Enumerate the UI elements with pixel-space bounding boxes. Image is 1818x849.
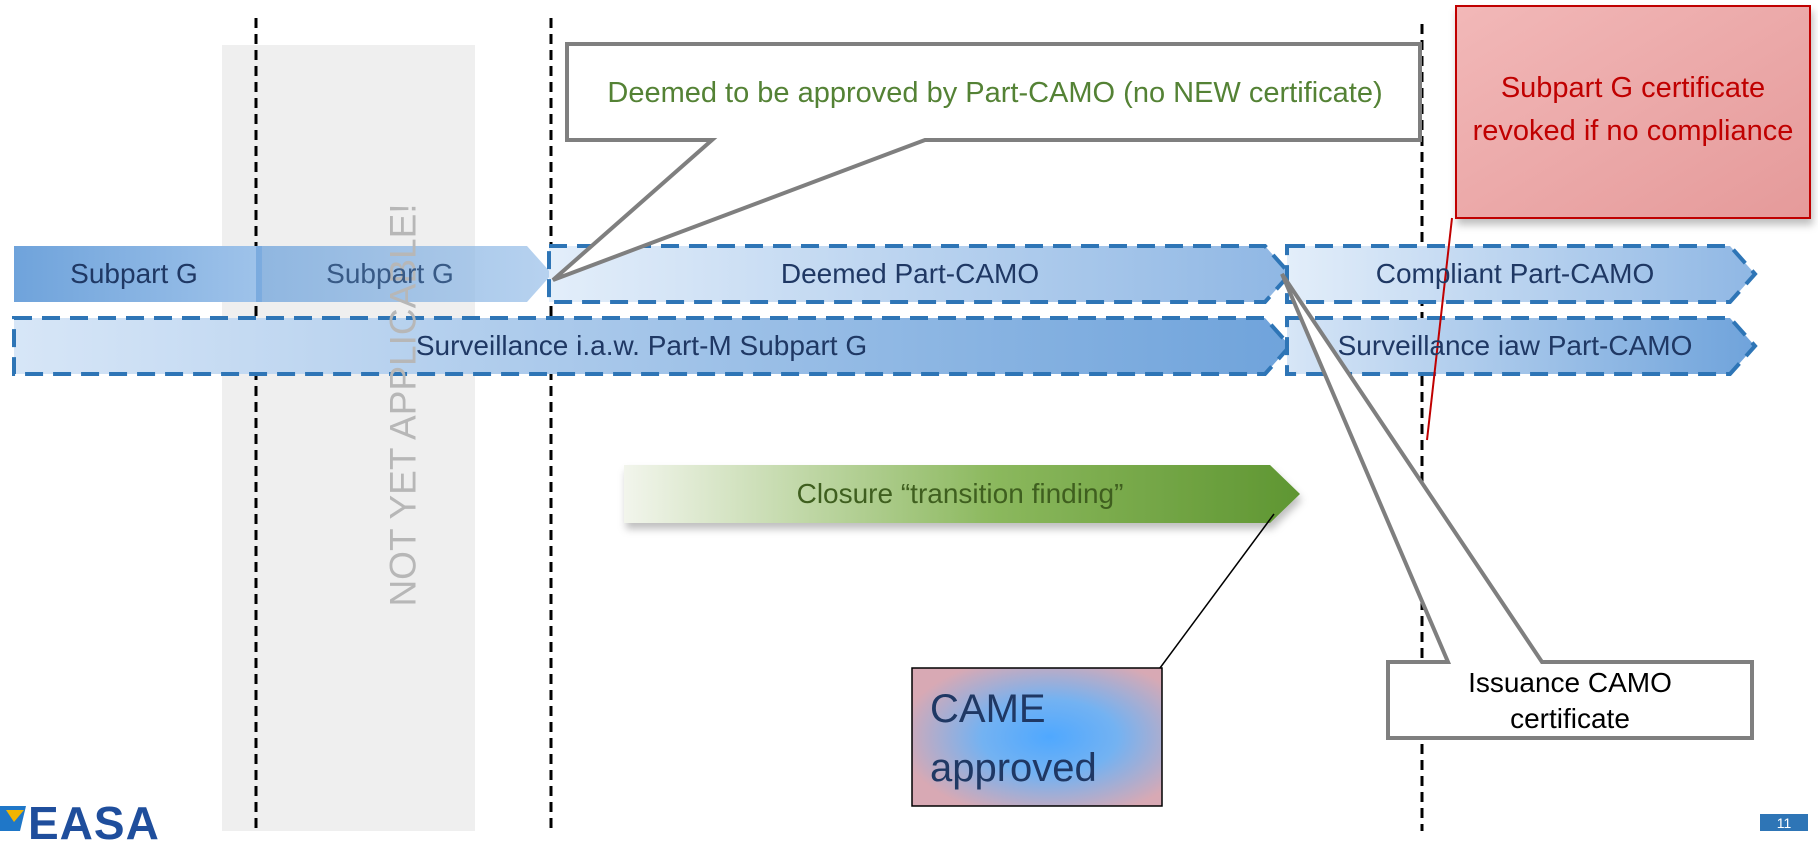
surveillance-m-label: Surveillance i.a.w. Part-M Subpart G: [415, 330, 868, 361]
arrow-deemed-camo: [547, 244, 1293, 304]
arrow-surveillance-m: [12, 316, 1293, 376]
arrow-surveillance-camo: [1285, 316, 1758, 376]
issuance-callout-text: Issuance CAMO certificate: [1468, 667, 1672, 734]
page-number: 11: [1776, 814, 1792, 831]
page-number-box: [1760, 814, 1808, 831]
arrow-subpart-g-1: [14, 246, 262, 302]
revoked-callout-text: Subpart G certificate revoked if no comp…: [1472, 72, 1794, 147]
subpart-g-label-1: Subpart G: [70, 258, 198, 289]
transition-diagram: [0, 5, 1811, 831]
deemed-callout-shape: [551, 42, 1422, 282]
deemed-camo-label: Deemed Part-CAMO: [780, 258, 1040, 289]
closure-label: Closure “transition finding”: [796, 478, 1124, 509]
came-box: [911, 667, 1163, 807]
arrow-closure: [624, 465, 1300, 523]
deemed-callout-text: Deemed to be approved by Part-CAMO (no N…: [607, 77, 1383, 109]
arrow-compliant-camo: [1285, 244, 1758, 304]
compliant-camo-label: Compliant Part-CAMO: [1375, 258, 1655, 289]
came-approved-text: CAME approved: [930, 687, 1097, 790]
easa-logo: EASA: [28, 797, 160, 849]
not-applicable-zone: [222, 45, 475, 831]
revoked-box: [1455, 5, 1811, 219]
arrow-subpart-g-2: [256, 246, 552, 302]
surveillance-camo-label: Surveillance iaw Part-CAMO: [1337, 330, 1693, 361]
subpart-g-label-2: Subpart G: [326, 258, 454, 289]
issuance-callout-shape: [1280, 272, 1754, 740]
easa-logo-mark: [0, 806, 26, 831]
